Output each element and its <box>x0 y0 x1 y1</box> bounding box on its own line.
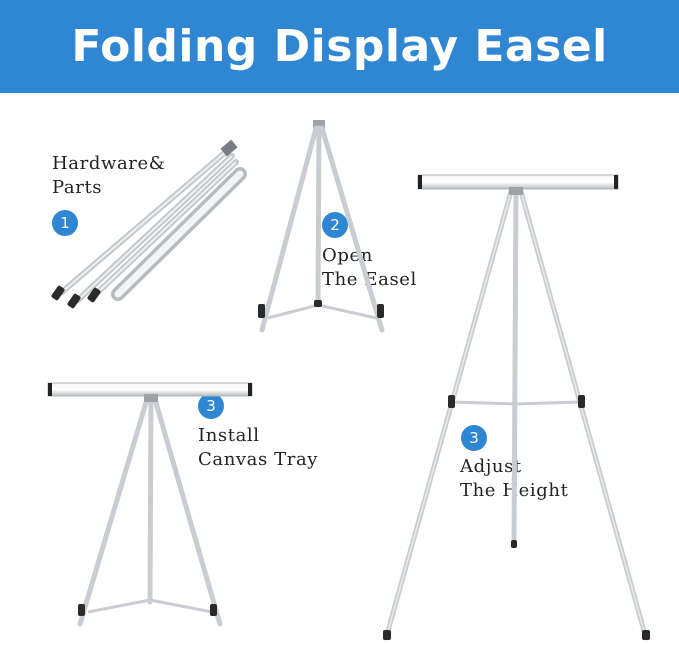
open-easel <box>258 120 385 333</box>
step-1-line-2: Parts <box>52 177 103 198</box>
step-3-badge: 3 <box>198 393 224 419</box>
step-3-line-2: Canvas Tray <box>198 449 319 470</box>
step-4-badge: 3 <box>461 425 487 451</box>
title-banner: Folding Display Easel <box>0 0 679 93</box>
step-3-line-1: Install <box>198 425 260 446</box>
step-4-line-1: Adjust <box>460 456 522 477</box>
easel-with-tray <box>47 382 253 627</box>
folded-easel-parts <box>51 139 247 309</box>
step-1-label: Hardware& Parts <box>52 152 165 200</box>
step-3-label: Install Canvas Tray <box>198 424 318 472</box>
tall-easel <box>383 174 650 641</box>
step-1-badge: 1 <box>52 210 78 236</box>
step-2-badge: 2 <box>322 212 348 238</box>
step-1-line-1: Hardware& <box>52 153 166 174</box>
page-title: Folding Display Easel <box>71 21 608 72</box>
